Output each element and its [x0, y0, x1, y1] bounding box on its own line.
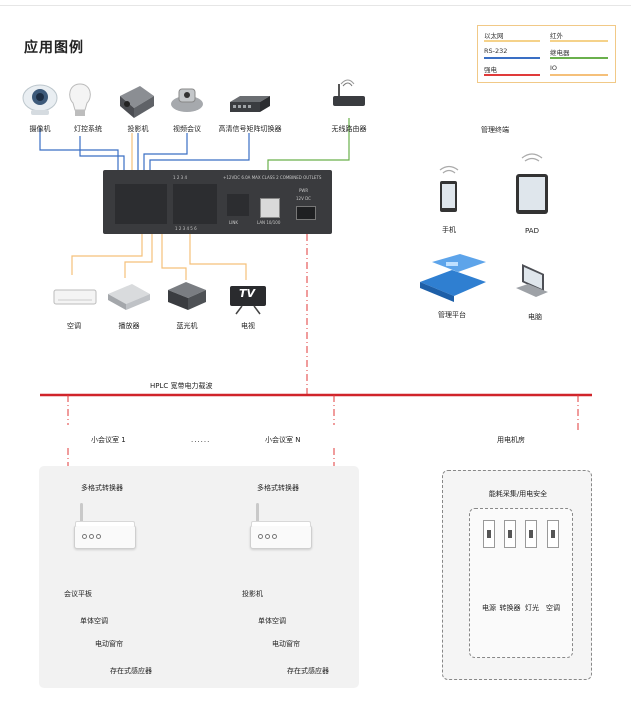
legend-line-rs232	[484, 57, 540, 59]
management-pad-label: PAD	[525, 227, 539, 235]
room-ellipsis: ......	[191, 436, 211, 444]
terminal-block-left	[115, 184, 167, 224]
room-1-antenna	[80, 503, 83, 523]
machine-item-0: 电源	[482, 604, 496, 612]
controller-caption: +12VDC 6.0A MAX CLASS 2 COMBINED OUTLETS	[223, 175, 322, 180]
room-n-antenna	[256, 503, 259, 523]
terminal-block-mid	[173, 184, 217, 224]
lan-port	[260, 198, 280, 218]
legend: 以太网 红外 RS-232 继电器 强电 IO	[477, 25, 616, 83]
device-label-tv: 电视	[241, 322, 255, 330]
terminal-block-relay	[227, 194, 249, 216]
machine-item-2: 灯光	[525, 604, 539, 612]
legend-label-relay: 继电器	[550, 49, 570, 57]
legend-line-infrared	[550, 40, 608, 42]
device-label-matrix: 高清信号矩阵切换器	[218, 125, 282, 133]
legend-line-power	[484, 74, 540, 76]
room-n-item-1: 单体空调	[258, 617, 286, 625]
projector-icon	[120, 86, 154, 118]
room-n-item-3: 存在式感应器	[287, 667, 329, 675]
management-computer-label: 电脑	[528, 313, 542, 321]
central-controller: +12VDC 6.0A MAX CLASS 2 COMBINED OUTLETS…	[103, 170, 332, 234]
legend-label-ethernet: 以太网	[484, 32, 504, 40]
device-label-camera: 摄像机	[29, 125, 51, 133]
management-title: 管理终端	[481, 126, 509, 134]
legend-label-power: 强电	[484, 66, 497, 74]
room-n-label: 小会议室 N	[265, 436, 301, 444]
device-label-video-conf: 视频会议	[173, 125, 201, 133]
machine-item-3: 空调	[546, 604, 560, 612]
bus-label: HPLC 宽带电力载波	[150, 382, 213, 390]
bluray-icon	[168, 282, 206, 310]
computer-icon	[516, 264, 548, 297]
room-n-item-2: 电动窗帘	[272, 640, 300, 648]
room-1-converter	[74, 521, 136, 549]
camera-icon	[22, 84, 58, 115]
machine-panel-title: 能耗采集/用电安全	[488, 490, 548, 498]
room-n-converter	[250, 521, 312, 549]
management-platform-label: 管理平台	[438, 311, 466, 319]
controller-io-digits: 1 2 3 4 5 6	[175, 226, 197, 231]
room-1-item-3: 存在式感应器	[110, 667, 152, 675]
breaker-ac	[547, 520, 559, 548]
room-n-item-0: 投影机	[242, 590, 263, 598]
matrix-switcher-icon	[230, 96, 270, 112]
device-label-player: 播放器	[118, 322, 140, 330]
legend-label-io: IO	[550, 64, 558, 72]
lan-port-label: LAN 10/100	[257, 220, 281, 225]
dc-port	[296, 206, 316, 220]
bulb-icon	[69, 83, 91, 116]
legend-line-ethernet	[484, 40, 540, 42]
player-icon	[108, 284, 150, 310]
page-title: 应用图例	[24, 40, 84, 56]
legend-line-io	[550, 74, 608, 76]
phone-icon	[439, 165, 459, 212]
device-label-router: 无线路由器	[331, 125, 367, 133]
breaker-lighting	[525, 520, 537, 548]
tv-screen-text: TV	[239, 287, 256, 300]
controller-io-top: 1 2 3 4	[173, 175, 187, 180]
video-conference-icon	[171, 88, 203, 112]
device-label-projector: 投影机	[127, 125, 149, 133]
breaker-power	[483, 520, 495, 548]
legend-label-rs232: RS-232	[484, 47, 508, 55]
device-label-ac: 空调	[67, 322, 81, 330]
router-icon	[333, 79, 365, 106]
room-1-item-1: 单体空调	[80, 617, 108, 625]
management-phone-label: 手机	[442, 226, 456, 234]
legend-label-infrared: 红外	[550, 32, 563, 40]
room-n-converter-label: 多格式转换器	[257, 484, 299, 492]
machine-room-label: 用电机房	[497, 436, 525, 444]
ac-icon	[53, 289, 97, 305]
platform-icon	[420, 254, 486, 302]
tv-icon	[230, 286, 266, 315]
dc-label: 12V DC	[296, 196, 311, 201]
room-1-converter-label: 多格式转换器	[81, 484, 123, 492]
tablet-icon	[516, 153, 548, 214]
device-label-lighting: 灯控系统	[74, 125, 102, 133]
room-1-label: 小会议室 1	[91, 436, 126, 444]
meeting-rooms-panel	[39, 466, 359, 688]
machine-item-1: 转换器	[499, 604, 521, 612]
pwr-label: PWR	[299, 188, 309, 193]
room-1-item-0: 会议平板	[64, 590, 92, 598]
room-1-item-2: 电动窗帘	[95, 640, 123, 648]
legend-line-relay	[550, 57, 608, 59]
breaker-converter	[504, 520, 516, 548]
top-divider	[0, 5, 631, 6]
controller-link-label: LINK	[229, 220, 239, 225]
device-label-bluray: 蓝光机	[176, 322, 198, 330]
